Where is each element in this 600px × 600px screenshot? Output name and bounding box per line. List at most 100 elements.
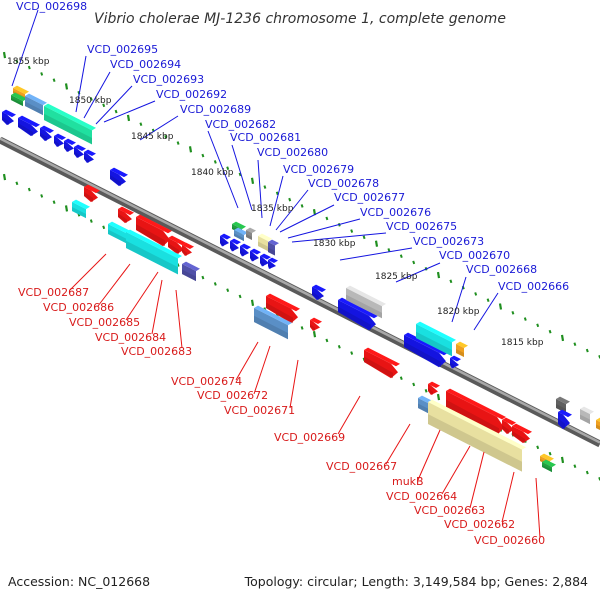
gene-label[interactable]: VCD_002684	[95, 331, 166, 344]
gene-label[interactable]: VCD_002667	[326, 460, 397, 473]
tick-mark	[337, 344, 341, 349]
gene-label[interactable]: VCD_002680	[257, 146, 328, 159]
leader-line	[103, 100, 156, 123]
gene-label[interactable]: VCD_002698	[16, 0, 87, 13]
gene-face-top	[25, 93, 47, 106]
tick-mark	[250, 299, 255, 306]
gene-face-top	[540, 453, 554, 462]
tick-mark	[300, 204, 304, 208]
gene-face-top	[74, 144, 86, 152]
gene-face-shadow	[126, 240, 178, 275]
gene-feature	[182, 242, 194, 257]
gene-label[interactable]: VCD_002695	[87, 43, 158, 56]
genome-summary-text: Topology: circular; Length: 3,149,584 bp…	[244, 574, 588, 589]
forward-gene-labels: VCD_002698 VCD_002695 VCD_002694 VCD_002…	[16, 0, 569, 293]
leader-line	[441, 445, 471, 495]
gene-label[interactable]: VCD_002694	[110, 58, 181, 71]
gene-face-top	[84, 149, 96, 157]
tick-mark	[226, 166, 230, 171]
gene-label[interactable]: VCD_002666	[498, 280, 569, 293]
gene-label[interactable]: VCD_002679	[283, 163, 354, 176]
gene-face-top	[310, 317, 322, 325]
gene-label[interactable]: VCD_002669	[274, 431, 345, 444]
gene-face-top	[556, 396, 570, 405]
gene-face-shadow	[2, 116, 9, 126]
leader-line	[253, 345, 271, 395]
gene-feature	[64, 138, 76, 153]
tick-mark	[536, 323, 540, 328]
gene-label[interactable]: VCD_002683	[121, 345, 192, 358]
tick-mark	[52, 78, 56, 82]
gene-label[interactable]: VCD_002693	[133, 73, 204, 86]
gene-label[interactable]: VCD_002686	[43, 301, 114, 314]
gene-face-top	[456, 341, 468, 349]
gene-label[interactable]: VCD_002673	[413, 235, 484, 248]
gene-label[interactable]: VCD_002663	[414, 504, 485, 517]
gene-label[interactable]: VCD_002672	[197, 389, 268, 402]
gene-feature	[40, 125, 54, 142]
gene-label[interactable]: VCD_002689	[180, 103, 251, 116]
tick-mark	[27, 187, 31, 192]
gene-label[interactable]: VCD_002677	[334, 191, 405, 204]
gene-label[interactable]: VCD_002687	[18, 286, 89, 299]
gene-face-shadow	[250, 254, 254, 262]
tick-mark	[436, 271, 441, 279]
gene-face-shadow	[110, 174, 121, 187]
gene-feature	[44, 103, 96, 145]
gene-label[interactable]: VCD_002664	[386, 490, 457, 503]
gene-face-top	[250, 248, 261, 255]
gene-face-shadow	[108, 229, 126, 244]
gene-face-top	[230, 238, 241, 245]
gene-feature	[580, 406, 594, 425]
gene-label[interactable]: VCD_002676	[360, 206, 431, 219]
gene-label[interactable]: VCD_002670	[439, 249, 510, 262]
gene-label[interactable]: VCD_002685	[69, 316, 140, 329]
gene-feature	[234, 227, 248, 242]
gene-face-shadow	[512, 430, 525, 444]
gene-face-top	[428, 399, 526, 450]
tick-mark	[238, 172, 242, 177]
tick-mark	[474, 292, 478, 296]
tick-mark	[548, 451, 552, 456]
gene-face-top	[54, 133, 66, 141]
tick-mark	[412, 382, 416, 387]
gene-face-top	[232, 221, 246, 230]
gene-face-top	[18, 115, 40, 128]
gene-face-top	[404, 332, 448, 356]
gene-label[interactable]: VCD_002675	[386, 220, 457, 233]
gene-face-top	[258, 233, 272, 242]
leader-line	[417, 429, 441, 481]
gene-label[interactable]: VCD_002682	[205, 118, 276, 131]
gene-label[interactable]: VCD_002660	[474, 534, 545, 547]
gene-face-top	[110, 167, 128, 178]
tick-mark	[126, 114, 131, 122]
leader-line	[469, 451, 485, 509]
gene-label[interactable]: VCD_002668	[466, 263, 537, 276]
gene-label[interactable]: VCD_002674	[171, 375, 242, 388]
tick-mark	[139, 122, 143, 126]
gene-features	[2, 85, 600, 473]
gene-face-front	[512, 426, 530, 444]
gene-label[interactable]: VCD_002692	[156, 88, 227, 101]
gene-feature	[542, 459, 556, 473]
kbp-label: 1835 kbp	[251, 204, 294, 214]
leader-line	[257, 159, 263, 219]
gene-feature	[18, 115, 40, 137]
gene-feature	[84, 184, 100, 203]
gene-label[interactable]: mukB	[392, 475, 424, 488]
tick-mark	[89, 219, 93, 223]
gene-feature	[118, 206, 134, 224]
gene-face-shadow	[268, 247, 275, 256]
gene-feature	[558, 409, 572, 430]
tick-mark	[102, 225, 106, 230]
gene-feature	[108, 221, 130, 244]
gene-face-shadow	[456, 348, 464, 358]
gene-label[interactable]: VCD_002681	[230, 131, 301, 144]
gene-face-front	[18, 118, 38, 137]
gene-label[interactable]: VCD_002671	[224, 404, 295, 417]
leader-line	[151, 279, 163, 335]
tick-mark	[449, 279, 453, 284]
gene-label[interactable]: VCD_002678	[308, 177, 379, 190]
gene-label[interactable]: VCD_002662	[444, 518, 515, 531]
gene-feature	[364, 347, 400, 379]
